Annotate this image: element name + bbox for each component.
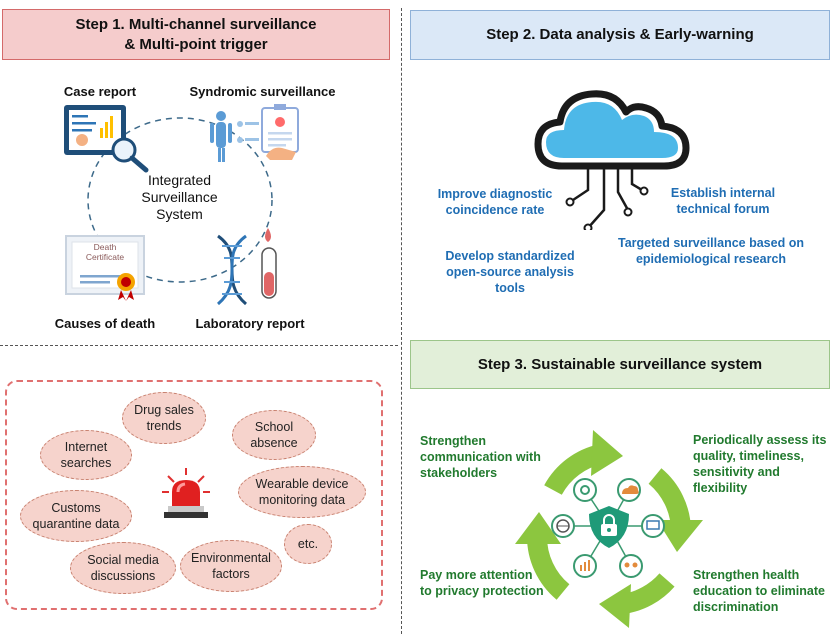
stakeholder-communication-text: Strengthen communication with stakeholde… xyxy=(420,434,541,480)
cloud-network-diagram xyxy=(534,90,690,230)
laboratory-report-label: Laboratory report xyxy=(195,316,305,331)
step2-header: Step 2. Data analysis & Early-warning xyxy=(410,10,830,60)
shield-lock-icon xyxy=(589,506,629,548)
center-line1: Integrated xyxy=(147,172,212,188)
step3-header: Step 3. Sustainable surveillance system xyxy=(410,340,830,389)
privacy-protection-text: Pay more attention to privacy protection xyxy=(420,568,544,598)
system-loop xyxy=(87,117,273,283)
step2-title: Step 2. Data analysis & Early-warning xyxy=(486,26,754,43)
trigger-drug-sales: Drug sales trends xyxy=(122,392,206,444)
death-cert-line2: Certificate xyxy=(85,252,125,262)
connector-node xyxy=(565,197,575,207)
center-line3: System xyxy=(156,206,203,222)
death-certificate-text: Death Certificate xyxy=(70,242,140,262)
cycle-arrows xyxy=(515,430,703,628)
trigger-environmental: Environmental factors xyxy=(180,540,282,592)
case-report-icon xyxy=(64,105,149,173)
step3-title: Step 3. Sustainable surveillance system xyxy=(477,355,763,373)
connector-node xyxy=(639,186,649,196)
cloud-icon xyxy=(534,90,690,170)
integrated-system-diagram xyxy=(64,104,299,306)
death-cert-line1: Death xyxy=(93,242,117,252)
connector-node xyxy=(583,223,593,230)
trigger-etc: etc. xyxy=(284,524,332,564)
trigger-social-media: Social media discussions xyxy=(70,542,176,594)
sustainability-cycle-diagram xyxy=(515,430,703,628)
alarm-siren-icon xyxy=(162,468,210,518)
syndromic-surveillance-label: Syndromic surveillance xyxy=(189,84,336,99)
step1-title-line2: & Multi-point trigger xyxy=(124,35,268,53)
vertical-divider xyxy=(401,8,402,634)
center-line2: Surveillance xyxy=(141,189,218,205)
syndromic-surveillance-icon xyxy=(210,104,299,162)
connector-node xyxy=(623,207,633,217)
cloud-connectors xyxy=(569,166,643,229)
trigger-wearable-device: Wearable device monitoring data xyxy=(238,466,366,518)
horizontal-divider xyxy=(0,345,398,346)
computer-icon xyxy=(641,514,665,538)
case-report-label: Case report xyxy=(63,84,137,99)
death-certificate-icon xyxy=(65,235,145,301)
trigger-box xyxy=(5,380,383,610)
step1-title-line1: Step 1. Multi-channel surveillance xyxy=(75,15,317,33)
trigger-internet-searches: Internet searches xyxy=(40,430,132,480)
users-icon xyxy=(619,554,643,578)
periodic-assessment-text: Periodically assess its quality, timelin… xyxy=(693,433,827,495)
health-education-text: Strengthen health education to eliminate… xyxy=(693,568,825,614)
targeted-surveillance-text: Targeted surveillance based on epidemiol… xyxy=(618,236,804,266)
trigger-school-absence: School absence xyxy=(232,410,316,460)
gear-icon xyxy=(573,478,597,502)
integrated-system-label: Integrated Surveillance System xyxy=(122,172,237,223)
laboratory-icon xyxy=(217,228,277,306)
causes-of-death-label: Causes of death xyxy=(54,316,156,331)
technical-forum-text: Establish internal technical forum xyxy=(670,186,776,216)
diagnostic-rate-text: Improve diagnostic coincidence rate xyxy=(437,187,553,217)
open-source-tools-text: Develop standardized open-source analysi… xyxy=(445,249,575,295)
trigger-customs-quarantine: Customs quarantine data xyxy=(20,490,132,542)
step1-header: Step 1. Multi-channel surveillance & Mul… xyxy=(2,9,390,60)
